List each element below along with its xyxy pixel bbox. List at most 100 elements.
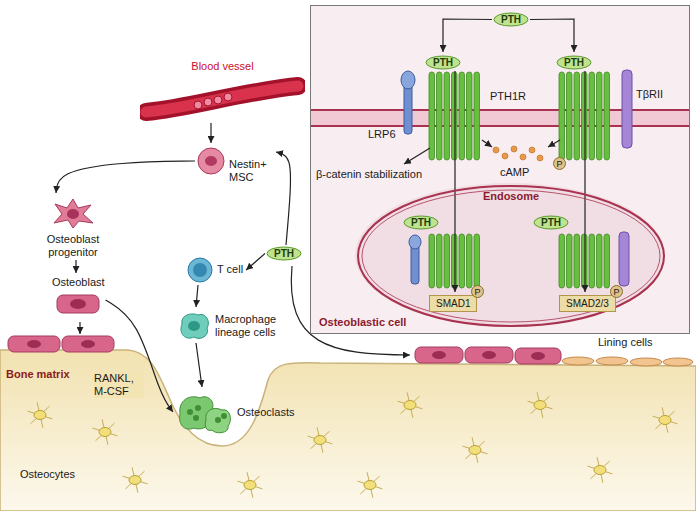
receptor-drawings-part xyxy=(429,234,480,288)
osteocyte-network-part xyxy=(594,466,606,475)
bone-matrix xyxy=(0,350,696,511)
pth-hormone: PTH xyxy=(556,55,592,70)
receptor-drawings-part-part xyxy=(429,234,435,288)
camp-dots-part xyxy=(502,153,508,159)
osteocyte-network-part xyxy=(404,401,416,410)
macrophage-cell-drawing-part xyxy=(188,321,200,331)
blood-vessel-drawing-part xyxy=(204,98,212,106)
lrp6-symbol-part xyxy=(404,82,412,134)
osteocyte-network-part xyxy=(244,481,256,490)
cell-label: Osteocytes xyxy=(20,468,75,481)
region-label: Bone matrix xyxy=(6,368,70,381)
receptor-drawings-part-part xyxy=(574,72,580,160)
node-label: SMAD1 xyxy=(436,297,470,310)
receptor-drawings-part-part xyxy=(444,72,450,160)
connector-arrow xyxy=(196,343,202,387)
msc-cell-drawing-part xyxy=(205,156,217,166)
receptor-name: TβRII xyxy=(636,88,663,101)
receptor-drawings-part-part xyxy=(597,234,603,288)
node-label: Nestin+ MSC xyxy=(229,158,273,184)
macrophage-cell-drawing-part xyxy=(181,314,208,339)
pth-oval-part xyxy=(426,56,460,69)
pth-oval-part xyxy=(404,216,438,229)
node-label: Endosome xyxy=(356,190,666,203)
node-label: PTH xyxy=(564,56,584,69)
osteoclast-cell-drawing-part xyxy=(215,417,221,423)
node-label: SMAD2/3 xyxy=(566,297,609,310)
msc-cell-drawing xyxy=(196,146,226,176)
surface-osteoblasts-part xyxy=(8,336,60,352)
receptor-drawings-part-part xyxy=(459,234,465,288)
osteocyte-network-part xyxy=(469,446,481,455)
osteoblast-cell-drawing xyxy=(55,292,101,316)
msc-cell: Nestin+ MSC xyxy=(196,146,273,184)
camp-dots-part xyxy=(537,155,543,161)
connector-arrow xyxy=(443,19,492,52)
receptor-drawings-part-part xyxy=(429,72,435,160)
osteoclast-cell-drawing-part xyxy=(195,405,201,411)
pth-oval-part xyxy=(267,247,301,260)
blood-vessel-drawing xyxy=(140,76,305,122)
osteocyte-network xyxy=(28,392,678,497)
connector-arrow xyxy=(75,260,76,273)
osteoclast-cell-drawing xyxy=(176,390,234,436)
tgfbr2-symbol-part xyxy=(619,232,629,286)
inset-ground xyxy=(310,5,690,334)
progenitor-cell-drawing xyxy=(51,196,95,230)
lrp6-symbol-part xyxy=(411,244,419,284)
pathway-label: cAMP xyxy=(500,166,529,179)
lining-cells-part xyxy=(596,357,628,365)
layout-arrows-part xyxy=(79,322,80,334)
signal-arrows-part xyxy=(404,148,430,164)
node-label: Osteoblastic cell xyxy=(319,316,681,329)
blood-vessel-drawing-part xyxy=(146,86,298,112)
lrp6-symbol-part xyxy=(409,235,421,249)
receptor-drawings-part-part xyxy=(437,234,443,288)
osteocyte-network-part xyxy=(364,481,376,490)
signal-arrows-part xyxy=(548,140,560,147)
node-label: PTH xyxy=(541,216,561,229)
osteocyte-network-part xyxy=(534,401,546,410)
pth-oval-part xyxy=(534,216,568,229)
cell-label: Lining cells xyxy=(598,336,652,349)
receptor-drawings xyxy=(429,72,610,288)
blood-vessel-drawing-part xyxy=(214,96,222,104)
osteocyte-network-part xyxy=(129,476,141,485)
receptor-name: PTH1R xyxy=(490,90,526,103)
receptor-drawings-part xyxy=(429,72,480,160)
receptor-drawings-part-part xyxy=(604,234,610,288)
surface-osteoblasts-part xyxy=(515,348,561,364)
pth-hormone: PTH xyxy=(266,246,302,261)
surface-osteoblasts-part xyxy=(465,347,513,363)
node-label: Osteoclasts xyxy=(237,406,294,419)
camp-dots-part xyxy=(493,147,499,153)
lining-cells-part xyxy=(562,357,594,365)
node-label: Blood vessel xyxy=(191,60,253,73)
receptor-drawings-part-part xyxy=(467,72,473,160)
macrophage-cell: Macrophage lineage cells xyxy=(176,310,289,342)
tgfbr2-symbol xyxy=(619,70,632,286)
receptor-drawings-part-part xyxy=(604,72,610,160)
receptor-drawings-part-part xyxy=(437,72,443,160)
node-label: PTH xyxy=(274,247,294,260)
blood-vessel-drawing-part xyxy=(146,86,298,112)
osteoclast-cell-drawing-part xyxy=(193,415,199,421)
endosome-outline-part xyxy=(362,190,660,322)
progenitor-cell-drawing-part xyxy=(67,209,79,219)
phospho-mark: P xyxy=(471,285,484,298)
surface-osteoblasts-part xyxy=(482,351,496,359)
endosome-outline-part xyxy=(358,186,664,326)
connector-arrow xyxy=(246,254,265,271)
receptor-name: LRP6 xyxy=(368,128,396,141)
receptor-drawings-part-part xyxy=(444,234,450,288)
endosome-outline xyxy=(356,184,666,328)
osteocyte-network-part xyxy=(659,416,671,425)
camp-dots-part xyxy=(529,147,535,153)
node-label: PTH xyxy=(501,13,521,26)
receptor-drawings-part-part xyxy=(452,234,458,288)
pth-hormone: PTH xyxy=(493,12,529,27)
connector-arrow xyxy=(56,161,195,193)
surface-osteoblasts-part xyxy=(432,351,446,359)
